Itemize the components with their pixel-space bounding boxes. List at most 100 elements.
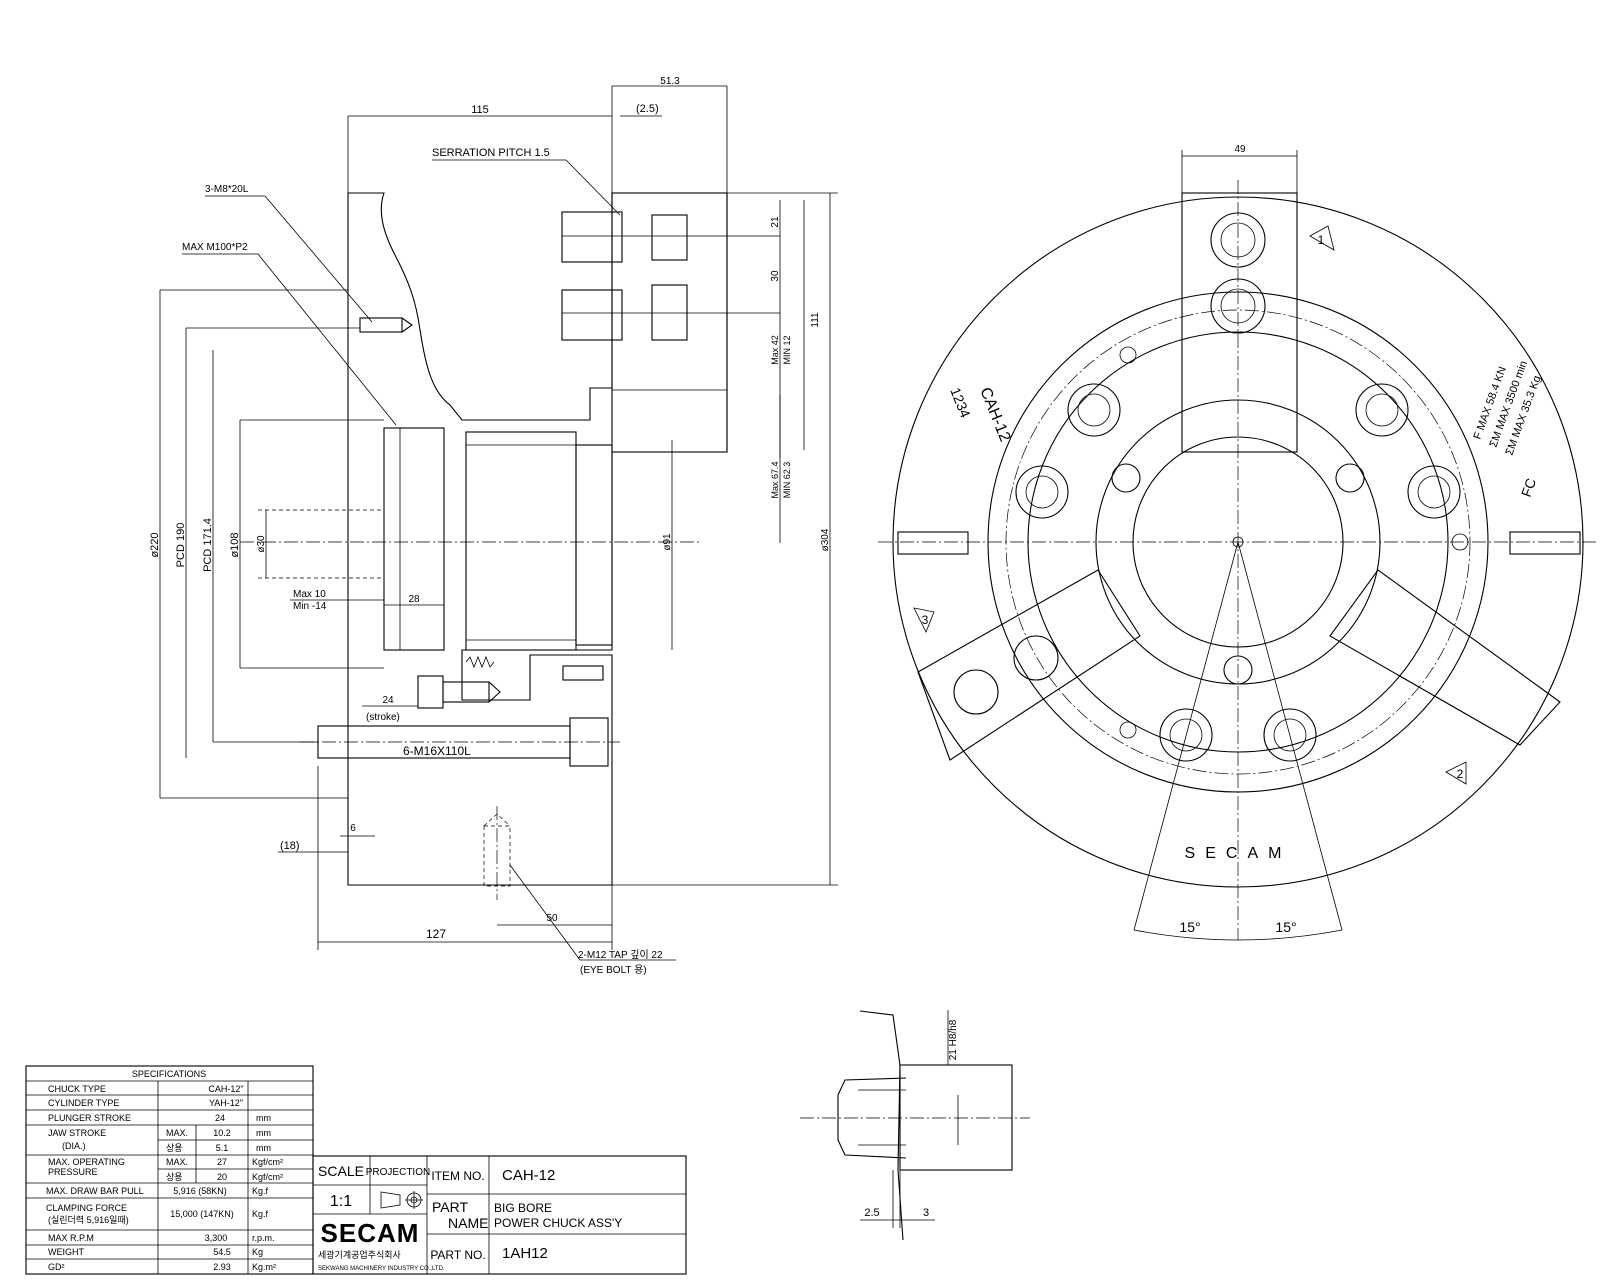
projection-symbol-icon (380, 1191, 423, 1209)
dim-pcd190: PCD 190 (175, 523, 187, 568)
dim-d91: ø91 (662, 533, 673, 551)
spec-value: 5,916 (58KN) (173, 1186, 227, 1196)
dim-max67: Max 67.4 (770, 461, 780, 498)
spec-value: 24 (215, 1113, 225, 1123)
title-block: SCALE PROJECTION 1:1 SECAM 세광기계공업주식회사 SE… (312, 1155, 687, 1275)
spec-engraving-4: FC (1518, 476, 1539, 499)
spec-value: YAH-12" (209, 1098, 243, 1108)
spec-label: MAX. DRAW BAR PULL (46, 1186, 144, 1196)
dim-min62: MIN 62.3 (782, 462, 792, 499)
spec-unit: Kgf/cm² (252, 1172, 283, 1182)
spec-unit: Kgf/cm² (252, 1157, 283, 1167)
spec-label: PRESSURE (48, 1167, 98, 1177)
dim-2-5: (2.5) (636, 103, 659, 115)
m12-label: 2-M12 TAP 깊이 22 (578, 949, 663, 961)
dim-d30: ø30 (256, 535, 267, 553)
spec-label: CYLINDER TYPE (48, 1098, 119, 1108)
spec-sub: 상용 (166, 1143, 183, 1153)
scale-value: 1:1 (330, 1193, 352, 1210)
part-name-label-2: NAME (448, 1215, 488, 1231)
dim-127: 127 (426, 927, 446, 941)
part-name-line-2: POWER CHUCK ASS'Y (494, 1216, 622, 1230)
dim-d304: ø304 (820, 528, 831, 551)
dim-max10: Max 10 (293, 589, 326, 600)
spec-sub: MAX. (166, 1157, 188, 1167)
spec-unit: mm (256, 1128, 271, 1138)
dim-49: 49 (1234, 144, 1246, 155)
dim-18: (18) (280, 840, 300, 852)
angle-right: 15° (1275, 919, 1296, 935)
projection-label: PROJECTION (366, 1167, 430, 1178)
spec-unit: Kg (252, 1247, 263, 1257)
scale-label: SCALE (318, 1163, 364, 1179)
detail-view: 21 H8/h8 2.5 3 (800, 1010, 1030, 1241)
spec-value: 3,300 (205, 1233, 228, 1243)
specifications-table: SPECIFICATIONS CHUCK TYPE CAH-12" CYLIND… (25, 1065, 314, 1275)
dim-d220: ø220 (149, 532, 161, 557)
spec-label: CHUCK TYPE (48, 1084, 106, 1094)
detail-dim-21h8: 21 H8/h8 (948, 1019, 959, 1060)
dim-115: 115 (471, 104, 489, 116)
dim-d108: ø108 (229, 532, 241, 557)
dim-50: 50 (546, 913, 558, 924)
spec-label: CLAMPING FORCE (46, 1203, 127, 1213)
spec-unit: r.p.m. (252, 1233, 275, 1243)
spec-unit: Kg.f (252, 1186, 269, 1196)
spec-label: JAW STROKE (48, 1128, 106, 1138)
spec-sub: MAX. (166, 1128, 188, 1138)
spec-label: PLUNGER STROKE (48, 1113, 131, 1123)
eyebolt-label: (EYE BOLT 용) (580, 964, 647, 976)
dim-min14: Min -14 (293, 601, 327, 612)
serration-label: SERRATION PITCH 1.5 (432, 147, 550, 159)
m8-label: 3-M8*20L (205, 184, 249, 195)
spec-label: MAX. OPERATING (48, 1157, 125, 1167)
spec-label: MAX R.P.M (48, 1233, 94, 1243)
dim-24: 24 (382, 695, 394, 706)
front-view: 49 CAH-12 1234 F MAX 58.4 KN ΣM MAX 3500… (878, 144, 1598, 941)
m16-label: 6-M16X110L (403, 744, 471, 758)
company-korean: 세광기계공업주식회사 (318, 1249, 402, 1260)
item-no-label: ITEM NO. (431, 1169, 484, 1183)
dim-51-3: 51.3 (660, 76, 680, 87)
dim-21: 21 (770, 216, 781, 228)
part-no-label: PART NO. (430, 1248, 485, 1262)
dim-pcd171: PCD 171.4 (202, 518, 214, 572)
jaw-number-2: 2 (1457, 767, 1464, 781)
detail-dim-3: 3 (923, 1207, 929, 1219)
spec-value: 5.1 (216, 1143, 229, 1153)
dim-max42: Max 42 (770, 335, 780, 365)
spec-value: CAH-12" (208, 1084, 243, 1094)
spec-value: 2.93 (213, 1262, 231, 1272)
item-no-value: CAH-12 (502, 1167, 555, 1184)
angle-left: 15° (1179, 919, 1200, 935)
jaw-number-3: 3 (922, 613, 929, 627)
dim-30: 30 (770, 270, 781, 282)
company-logo: SECAM (321, 1218, 420, 1248)
spec-sub: 상용 (166, 1172, 183, 1182)
part-name-line-1: BIG BORE (494, 1201, 552, 1215)
part-name-label-1: PART (432, 1199, 468, 1215)
spec-value: 15,000 (147KN) (170, 1209, 234, 1219)
dim-111: 111 (810, 312, 821, 328)
spec-unit: mm (256, 1143, 271, 1153)
side-section-view: 51.3 115 (2.5) SERRATION PITCH 1.5 3-M8*… (149, 76, 838, 976)
spec-value: 27 (217, 1157, 227, 1167)
spec-label: (DIA.) (62, 1141, 86, 1151)
spec-label: WEIGHT (48, 1247, 84, 1257)
spec-label: GD² (48, 1262, 65, 1272)
stroke-label: (stroke) (366, 712, 400, 723)
spec-value: 54.5 (213, 1247, 231, 1257)
model-engraving: CAH-12 (976, 385, 1013, 444)
brand-engraving: SECAM (1185, 845, 1292, 862)
specs-title: SPECIFICATIONS (132, 1069, 206, 1079)
dim-6: 6 (350, 823, 356, 834)
spec-unit: mm (256, 1113, 271, 1123)
dim-min12: MIN 12 (782, 335, 792, 364)
m100-label: MAX M100*P2 (182, 242, 248, 253)
spec-value: 20 (217, 1172, 227, 1182)
part-no-value: 1AH12 (502, 1245, 548, 1262)
jaw-number-1: 1 (1318, 233, 1325, 247)
company-english: SEKWANG MACHINERY INDUSTRY CO.,LTD. (318, 1266, 445, 1272)
spec-label: (실린더력 5,916일때) (48, 1214, 129, 1225)
